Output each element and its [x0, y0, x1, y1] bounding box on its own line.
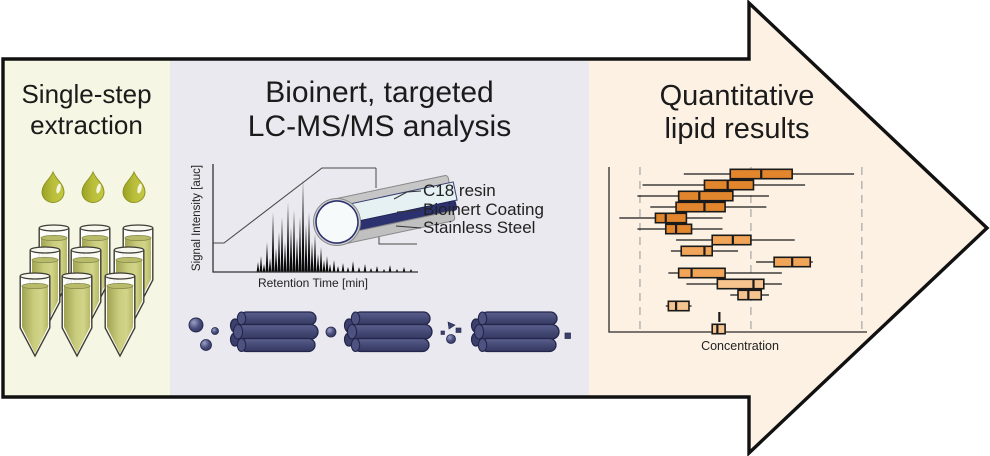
results-title-line1: Quantitative [659, 80, 815, 112]
boxplot-row-4 [650, 201, 767, 213]
boxplot-row-8 [670, 245, 738, 257]
results-title-line2: lipid results [664, 113, 810, 145]
label-stainless-steel: Stainless Steel [423, 218, 536, 237]
boxplot-row-1 [683, 168, 855, 180]
column-face [315, 200, 359, 244]
results-title: Quantitative lipid results [597, 80, 877, 146]
column-layer-labels: C18 resin Bioinert Coating Stainless Ste… [423, 181, 544, 238]
chromatogram-axes [212, 164, 418, 273]
chromatogram-xlabel: Retention Time [min] [257, 276, 369, 290]
analysis-title: Bioinert, targeted LC-MS/MS analysis [170, 76, 589, 144]
column-bundle [470, 311, 560, 353]
boxplot-row-2 [642, 179, 806, 191]
lipid-sphere [200, 339, 212, 351]
lipid-boxplot [608, 167, 867, 335]
chromatogram-peaks [256, 179, 416, 272]
lc-column-diagram [313, 175, 458, 246]
boxplot-row-10 [668, 267, 782, 279]
boxplot-row-3 [637, 190, 769, 202]
lipid-fragment [455, 327, 462, 333]
lipid-sphere [325, 326, 337, 338]
analysis-title-line2: LC-MS/MS analysis [247, 110, 512, 143]
extraction-title-line2: extraction [30, 110, 143, 140]
label-bioinert-coating: Bioinert Coating [423, 199, 544, 219]
boxplot-row-7 [676, 234, 795, 246]
extraction-title-line1: Single-step [21, 79, 152, 109]
boxplot-row-12 [730, 289, 769, 301]
boxplot-row-6 [637, 223, 723, 235]
lipid-fragment [447, 321, 456, 330]
boxplot-axes [608, 167, 867, 333]
boxplot-row-14 [711, 312, 726, 335]
boxplot-row-11 [686, 278, 782, 290]
column-bundle [343, 311, 433, 353]
boxplot-row-13 [665, 300, 692, 312]
label-c18-resin: C18 resin [423, 181, 496, 200]
lipid-sphere [211, 327, 219, 335]
lipid-fragment [440, 330, 445, 335]
analysis-title-line1: Bioinert, targeted [265, 76, 494, 109]
chromatogram-ylabel: Signal Intensity [auc] [191, 164, 203, 272]
column-label-leaders [393, 190, 422, 229]
lipid-sphere [188, 317, 204, 333]
column-bundle [229, 311, 319, 353]
boxplot-row-9 [756, 256, 813, 268]
boxplot-xlabel: Concentration [701, 339, 779, 353]
extraction-title: Single-step extraction [3, 79, 170, 141]
boxplot-row-5 [619, 212, 723, 224]
lipid-fragment [564, 332, 571, 339]
lipid-sphere [446, 334, 456, 344]
particle-flow-illustration [188, 311, 571, 353]
